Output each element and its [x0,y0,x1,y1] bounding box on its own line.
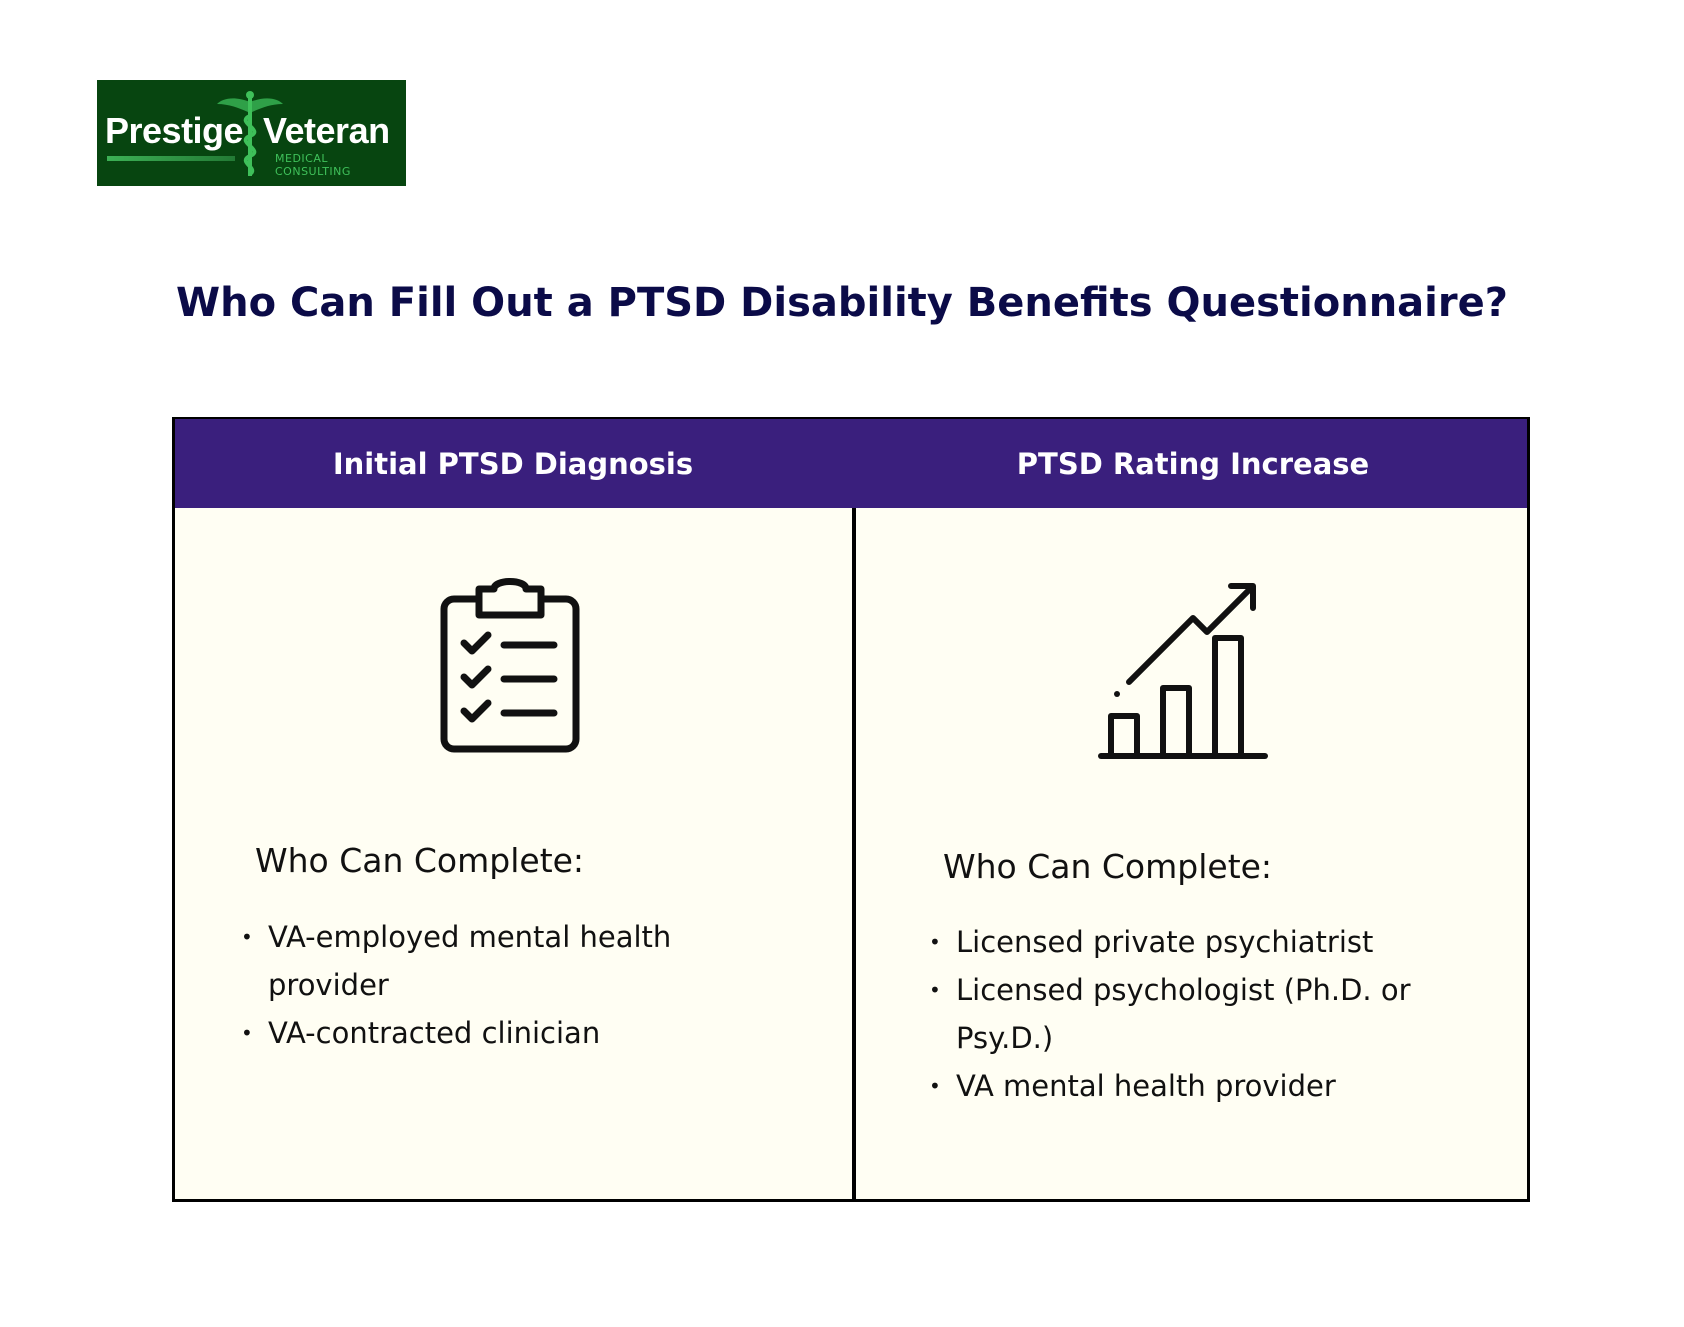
list-item: VA-employed mental health provider [241,913,781,1009]
column-header-initial: Initial PTSD Diagnosis [332,447,694,481]
logo-word-2: Veteran [263,110,390,151]
page-title: Who Can Fill Out a PTSD Disability Benef… [176,280,1508,326]
subheading-initial: Who Can Complete: [255,841,585,880]
logo: Prestige Veteran MEDICAL CONSULTING [97,80,406,186]
column-divider [852,508,856,1199]
caduceus-icon [217,91,283,176]
logo-tagline: MEDICAL CONSULTING [275,152,351,178]
clipboard-checklist-icon [440,578,580,753]
column-header-increase: PTSD Rating Increase [1016,447,1370,481]
list-item: VA mental health provider [929,1062,1489,1110]
provider-list-increase: Licensed private psychiatrist Licensed p… [929,918,1489,1110]
table-header: Initial PTSD Diagnosis PTSD Rating Incre… [175,419,1527,508]
provider-list-initial: VA-employed mental health provider VA-co… [241,913,781,1057]
list-item: VA-contracted clinician [241,1009,781,1057]
subheading-increase: Who Can Complete: [943,847,1273,886]
list-item: Licensed psychologist (Ph.D. or Psy.D.) [929,966,1489,1062]
bar-chart-growth-icon [1098,583,1268,759]
list-item: Licensed private psychiatrist [929,918,1489,966]
comparison-table: Initial PTSD Diagnosis PTSD Rating Incre… [172,417,1530,1202]
logo-word-1: Prestige [105,110,244,151]
logo-bar [107,156,235,161]
